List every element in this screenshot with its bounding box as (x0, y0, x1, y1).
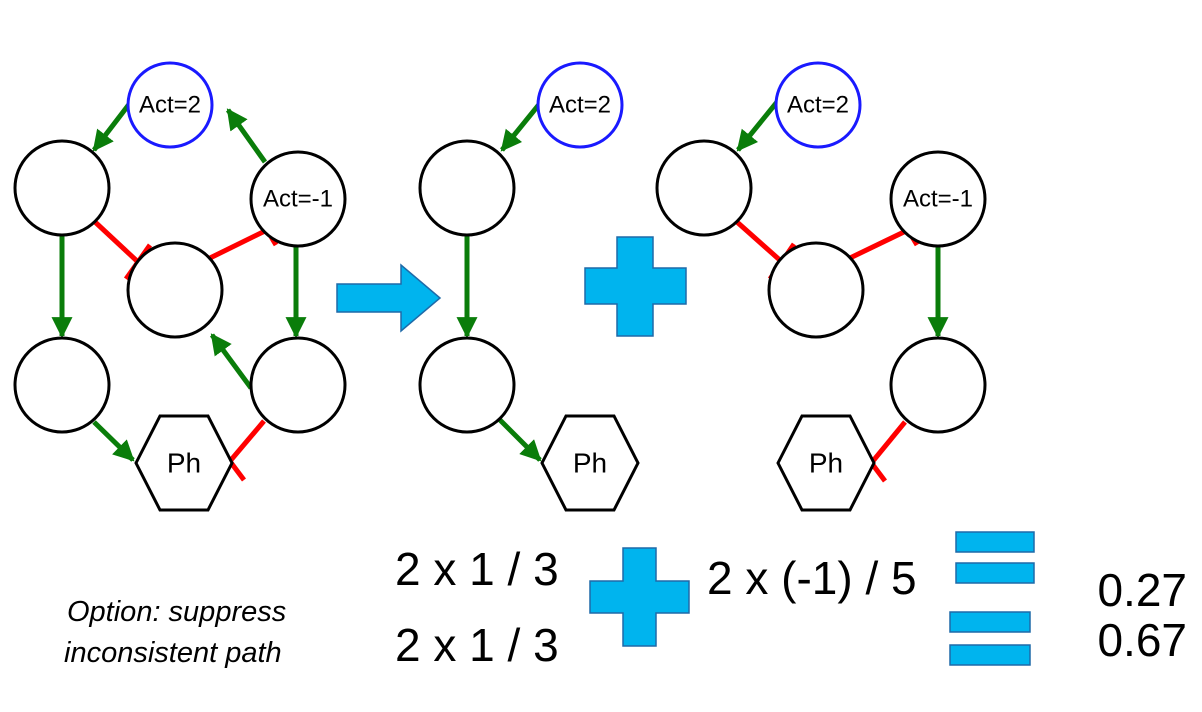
act-node-positive (536, 61, 624, 149)
phenotype-node (540, 414, 640, 512)
result-value: 0.27 (1097, 564, 1187, 616)
node (889, 336, 987, 434)
act-node-positive (126, 61, 214, 149)
equals-operator (955, 531, 1035, 584)
node (13, 336, 111, 434)
activation-edge (736, 100, 779, 152)
phenotype-label: Ph (573, 448, 607, 479)
act-node-label: Act=2 (139, 92, 201, 119)
act-node-label: Act=-1 (903, 186, 973, 213)
node (126, 241, 224, 339)
option-note-line1: Option: suppress (67, 596, 286, 628)
equation-term-row1: 2 x 1 / 3 (395, 543, 559, 595)
act-node-label: Act=-1 (263, 186, 333, 213)
act-node-label: Act=2 (787, 92, 849, 119)
full-network: Act=2 Act=-1 Ph (13, 61, 347, 512)
phenotype-label: Ph (809, 448, 843, 479)
act-node-label: Act=2 (549, 92, 611, 119)
node (418, 139, 516, 237)
option-note-line2: inconsistent path (64, 637, 282, 669)
act-node-negative (889, 150, 987, 248)
activation-edge (225, 108, 268, 164)
inconsistent-path-network: Act=2 Act=-1 Ph (655, 61, 987, 512)
plus-operator (584, 236, 687, 337)
act-node-positive (774, 61, 862, 149)
result-value: 0.67 (1097, 614, 1187, 666)
phenotype-node (134, 414, 234, 512)
node (13, 139, 111, 237)
activation-edge (500, 100, 543, 152)
phenotype-node (776, 414, 876, 512)
consistent-path-network: Act=2 Ph (418, 61, 640, 512)
act-node-negative (249, 150, 347, 248)
phenotype-label: Ph (167, 448, 201, 479)
transform-arrow (336, 263, 442, 333)
equation-term-right: 2 x (-1) / 5 (707, 552, 917, 604)
activation-edge (209, 333, 254, 390)
activation-edge (92, 101, 132, 152)
activation-edge (498, 418, 542, 462)
node (418, 336, 516, 434)
equation-term-row2: 2 x 1 / 3 (395, 619, 559, 671)
plus-operator (589, 547, 690, 647)
activation-edge (92, 420, 135, 462)
equals-operator (949, 611, 1031, 666)
node (767, 241, 865, 339)
node (655, 139, 753, 237)
node (249, 336, 347, 434)
